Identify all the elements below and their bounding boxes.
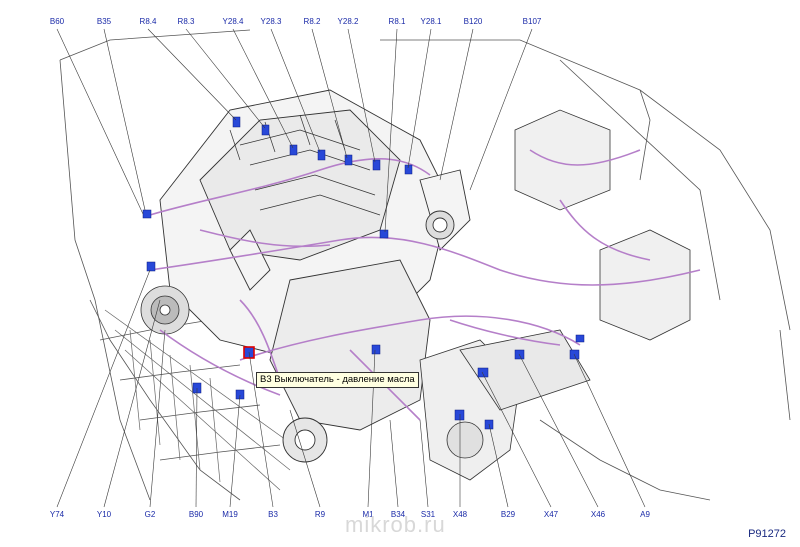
- leader-y10: [103, 299, 161, 508]
- label-r8-4[interactable]: R8.4: [139, 17, 157, 26]
- leader-y28-2: [347, 28, 376, 163]
- label-y28-3[interactable]: Y28.3: [260, 17, 282, 26]
- label-g2[interactable]: G2: [144, 510, 156, 519]
- leader-b3: [248, 351, 274, 508]
- figure-reference: P91272: [748, 528, 786, 540]
- leader-y28-3: [270, 28, 321, 153]
- label-y28-1[interactable]: Y28.1: [420, 17, 442, 26]
- label-a9[interactable]: A9: [640, 510, 650, 519]
- leader-b35: [103, 28, 146, 211]
- leader-r9: [289, 409, 321, 508]
- component-tooltip: B3 Выключатель - давление масла: [256, 372, 419, 388]
- wiring-harness: [149, 149, 701, 421]
- alternator: [140, 285, 190, 335]
- watermark: mikrob.ru: [345, 512, 446, 537]
- label-r9[interactable]: R9: [314, 510, 326, 519]
- cylinder-head-detail: [229, 114, 381, 216]
- leader-y74: [56, 269, 151, 508]
- label-b29[interactable]: B29: [500, 510, 516, 519]
- front-grille: [104, 309, 301, 491]
- leader-b90: [195, 387, 198, 508]
- engine-block: [159, 89, 471, 463]
- label-r8-3[interactable]: R8.3: [177, 17, 195, 26]
- label-m19[interactable]: M19: [222, 510, 238, 519]
- label-r8-1[interactable]: R8.1: [388, 17, 406, 26]
- leader-y28-1: [407, 28, 432, 169]
- leader-r8-2: [311, 28, 348, 159]
- label-x48[interactable]: X48: [452, 510, 468, 519]
- leader-b120: [439, 28, 474, 181]
- label-b120[interactable]: B120: [463, 17, 483, 26]
- leader-x46: [518, 353, 599, 508]
- leader-b107: [469, 28, 533, 191]
- label-b90[interactable]: B90: [188, 510, 204, 519]
- label-s31[interactable]: S31: [420, 510, 436, 519]
- leader-b34: [389, 419, 399, 508]
- label-b107[interactable]: B107: [522, 17, 542, 26]
- label-b35[interactable]: B35: [96, 17, 112, 26]
- leader-a9: [573, 353, 646, 508]
- leader-r8-3: [185, 28, 266, 129]
- leader-g2: [149, 329, 166, 508]
- leader-r8-1: [384, 28, 398, 233]
- label-r8-2[interactable]: R8.2: [303, 17, 321, 26]
- leader-x47: [481, 371, 552, 508]
- label-y74[interactable]: Y74: [49, 510, 65, 519]
- leader-lines: [56, 28, 646, 508]
- label-x46[interactable]: X46: [590, 510, 606, 519]
- leader-r8-4: [147, 28, 237, 121]
- leader-b29: [488, 423, 509, 508]
- label-y28-2[interactable]: Y28.2: [337, 17, 359, 26]
- label-b34[interactable]: B34: [390, 510, 406, 519]
- leader-b60: [56, 28, 144, 215]
- label-b60[interactable]: B60: [49, 17, 65, 26]
- leader-y28-4: [232, 28, 294, 149]
- leader-m19: [229, 394, 241, 508]
- leader-s31: [419, 419, 429, 508]
- label-y28-4[interactable]: Y28.4: [222, 17, 244, 26]
- ecu-box: [459, 109, 691, 411]
- label-m1[interactable]: M1: [362, 510, 374, 519]
- label-y10[interactable]: Y10: [96, 510, 112, 519]
- label-b3[interactable]: B3: [268, 510, 278, 519]
- label-x47[interactable]: X47: [543, 510, 559, 519]
